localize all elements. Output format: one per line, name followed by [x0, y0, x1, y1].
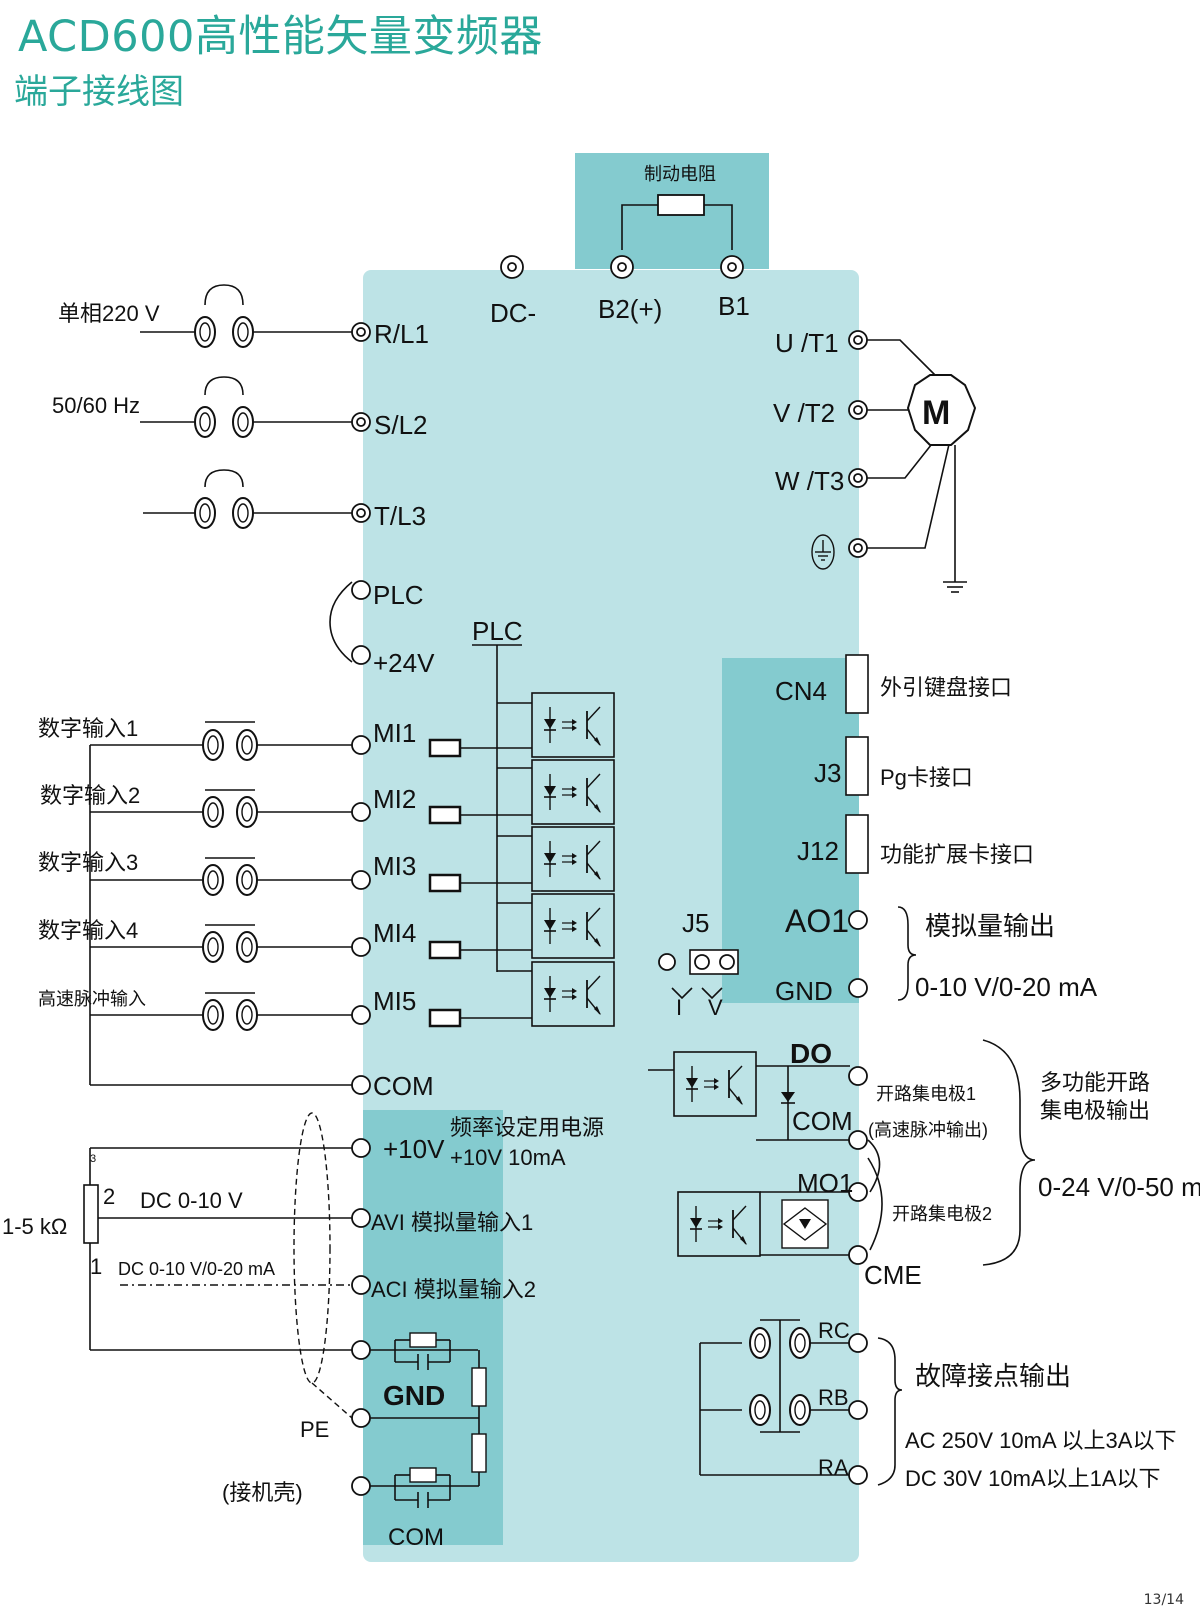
- di-row-4: MI4: [90, 893, 615, 963]
- pin2-label: 2: [103, 1184, 115, 1209]
- freq-label: 50/60 Hz: [52, 393, 140, 418]
- j12-label: J12: [797, 836, 839, 866]
- pin1-label: 1: [90, 1254, 102, 1279]
- di-row-3: MI3: [90, 826, 615, 896]
- open-collector-outputs: DO COM 开路集电极1 (高速脉冲输出) MO1 CME 开路集电极2 多功…: [648, 1038, 1200, 1290]
- mo1-desc: 开路集电极2: [892, 1204, 992, 1224]
- j5-i-label: I: [676, 995, 682, 1020]
- j3-desc: Pg卡接口: [880, 765, 973, 790]
- potentiometer-icon: [83, 1184, 99, 1244]
- di-row-1: MI1: [90, 692, 615, 761]
- b1-label: B1: [718, 291, 750, 321]
- rb-label: RB: [818, 1385, 849, 1410]
- multi-range: 0-24 V/0-50 mA: [1038, 1172, 1200, 1202]
- b2-label: B2(+): [598, 294, 662, 324]
- do-com-label: COM: [792, 1106, 853, 1136]
- relay-desc: 故障接点输出: [915, 1361, 1071, 1391]
- rc-label: RC: [818, 1318, 850, 1343]
- page-title: ACD600高性能矢量变频器: [18, 12, 543, 62]
- relay-ac: AC 250V 10mA 以上3A以下: [905, 1428, 1176, 1453]
- vt2-label: V /T2: [773, 398, 835, 428]
- do-desc-2: (高速脉冲输出): [868, 1120, 988, 1140]
- connector-panel: [722, 658, 859, 1003]
- cme-label: CME: [864, 1260, 922, 1290]
- chassis-label: (接机壳): [222, 1480, 303, 1505]
- cn4-label: CN4: [775, 676, 827, 706]
- com-label: COM: [373, 1071, 434, 1101]
- power-input: 单相220 V 50/60 Hz R/L1 S/L2 T/L3: [52, 284, 429, 531]
- brake-resistor-label: 制动电阻: [644, 164, 716, 184]
- di1-label: 数字输入1: [38, 716, 138, 741]
- cn4-desc: 外引键盘接口: [880, 675, 1012, 700]
- brake-resistor: 制动电阻: [621, 164, 733, 250]
- plc-bus-label: PLC: [472, 616, 523, 646]
- connectors: CN4 J3 J12 外引键盘接口 Pg卡接口 功能扩展卡接口: [775, 654, 1034, 874]
- motor-icon: [906, 374, 977, 446]
- tl3-label: T/L3: [374, 501, 426, 531]
- phase-label: 单相220 V: [58, 301, 160, 326]
- dc-bus-terminals: DC- B2(+) B1: [490, 255, 750, 328]
- do-desc-1: 开路集电极1: [876, 1084, 976, 1104]
- di-row-2: MI2: [90, 759, 615, 828]
- ut1-label: U /T1: [775, 328, 839, 358]
- do-label: DO: [790, 1038, 832, 1069]
- wt3-label: W /T3: [775, 466, 844, 496]
- multi-desc-2: 集电极输出: [1040, 1098, 1150, 1123]
- page-subtitle: 端子接线图: [14, 72, 184, 112]
- pin3-label: 3: [90, 1153, 96, 1165]
- com-bottom-label: COM: [388, 1524, 444, 1551]
- analog-output: AO1 GND 模拟量输出 0-10 V/0-20 mA: [775, 903, 1098, 1006]
- dc-0-10-20-label: DC 0-10 V/0-20 mA: [118, 1259, 275, 1279]
- page-number: 13/14: [1143, 1592, 1184, 1608]
- mi3-label: MI3: [373, 851, 416, 881]
- j5-label: J5: [682, 908, 709, 938]
- mi5-label: MI5: [373, 986, 416, 1016]
- mo1-label: MO1: [797, 1168, 853, 1198]
- motor-output: U /T1 V /T2 W /T3 M: [773, 328, 977, 593]
- di3-label: 数字输入3: [38, 850, 138, 875]
- digital-inputs: 数字输入1 数字输入2 数字输入3 数字输入4 高速脉冲输入 MI1 MI2: [38, 692, 615, 1101]
- relay-dc: DC 30V 10mA以上1A以下: [905, 1466, 1161, 1491]
- di5-label: 高速脉冲输入: [38, 989, 146, 1009]
- gnd-label: GND: [383, 1380, 445, 1411]
- pe-label: PE: [300, 1417, 329, 1442]
- aci-label: ACI 模拟量输入2: [371, 1277, 536, 1302]
- ao1-label: AO1: [785, 903, 849, 939]
- j12-desc: 功能扩展卡接口: [880, 842, 1034, 867]
- plc-label: PLC: [373, 580, 424, 610]
- mi2-label: MI2: [373, 784, 416, 814]
- analog-inputs: +10V 频率设定用电源 +10V 10mA AVI 模拟量输入1 ACI 模拟…: [2, 1112, 604, 1551]
- mi1-label: MI1: [373, 718, 416, 748]
- ao-desc: 模拟量输出: [925, 911, 1055, 941]
- plc-section: PLC +24V PLC: [329, 580, 523, 972]
- multi-desc-1: 多功能开路: [1040, 1070, 1150, 1095]
- power-note-2: +10V 10mA: [450, 1145, 566, 1170]
- di-row-5: MI5: [90, 961, 615, 1031]
- ao-range: 0-10 V/0-20 mA: [915, 972, 1098, 1002]
- avi-label: AVI 模拟量输入1: [371, 1210, 533, 1235]
- dc-0-10-label: DC 0-10 V: [140, 1188, 243, 1213]
- jumper-j5: J5 I V: [658, 908, 739, 1020]
- plus24-label: +24V: [373, 648, 435, 678]
- j5-v-label: V: [708, 995, 723, 1020]
- di2-label: 数字输入2: [40, 783, 140, 808]
- mi4-label: MI4: [373, 918, 416, 948]
- ao-gnd-label: GND: [775, 976, 833, 1006]
- motor-label: M: [922, 394, 950, 432]
- dc-minus-label: DC-: [490, 298, 536, 328]
- rl1-label: R/L1: [374, 319, 429, 349]
- relay-output: RC RB RA 故障接点输出 AC 250V 10mA 以上3A以下 DC 3…: [699, 1318, 1176, 1491]
- sl2-label: S/L2: [374, 410, 428, 440]
- ra-label: RA: [818, 1455, 849, 1480]
- j3-label: J3: [814, 758, 841, 788]
- power-note-1: 频率设定用电源: [450, 1115, 604, 1140]
- di4-label: 数字输入4: [38, 918, 138, 943]
- pot-range-label: 1-5 kΩ: [2, 1214, 67, 1239]
- plus10v-label: +10V: [383, 1134, 445, 1164]
- ground-symbol-icon: [811, 534, 835, 570]
